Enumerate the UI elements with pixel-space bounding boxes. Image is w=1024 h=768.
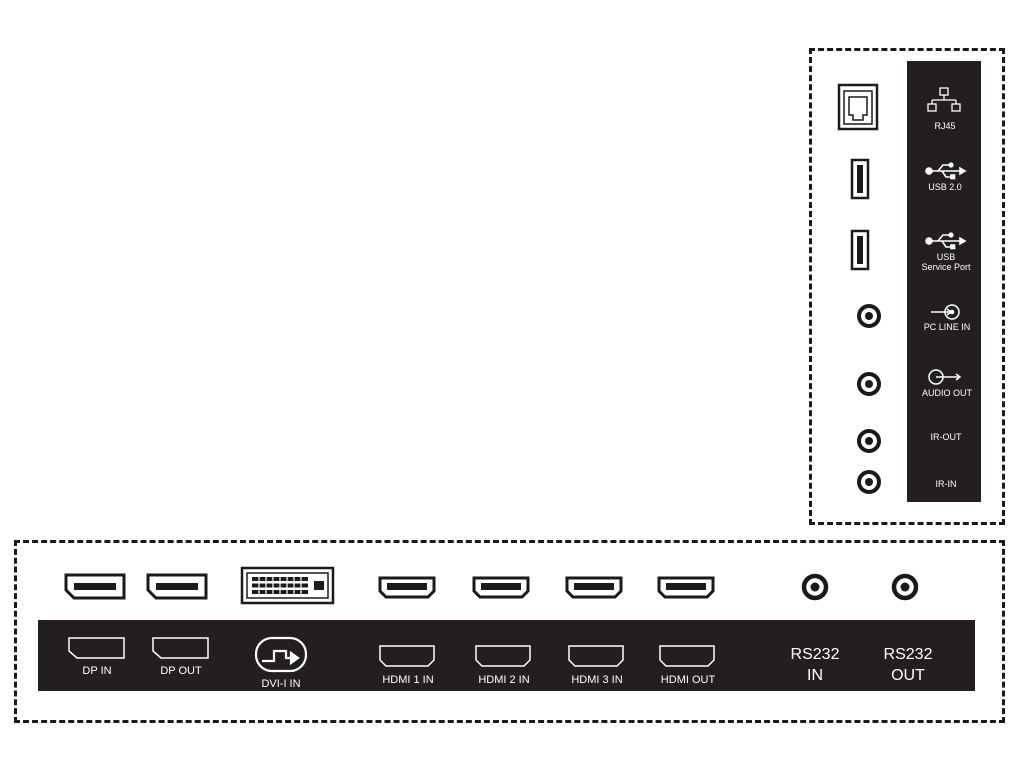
hdmi-icon xyxy=(568,645,624,667)
hdmi2-in-port xyxy=(472,576,530,599)
rs232-out-jack xyxy=(891,573,919,601)
rs232-in-jack xyxy=(801,573,829,601)
usb-icon xyxy=(925,162,967,180)
label-rs232-out: RS232 OUT xyxy=(883,646,933,684)
ir-in-jack xyxy=(857,470,881,494)
rj45-port xyxy=(837,83,879,131)
usb-service-port xyxy=(850,229,870,271)
label-dp-out: DP OUT xyxy=(160,665,202,677)
displayport-icon xyxy=(152,637,209,659)
label-ir-out: IR-OUT xyxy=(930,432,962,442)
label-usb2: USB 2.0 xyxy=(928,182,962,192)
dp-out-port xyxy=(146,573,208,600)
audio-in-icon xyxy=(931,304,960,320)
label-hdmi-out: HDMI OUT xyxy=(660,674,716,686)
bottom-label-icons xyxy=(68,636,715,673)
label-audio-out: AUDIO OUT xyxy=(921,388,973,398)
bottom-connector-group xyxy=(14,540,1005,723)
label-hdmi3-in: HDMI 3 IN xyxy=(571,674,623,686)
hdmi-icon xyxy=(475,645,531,667)
hdmi3-in-port xyxy=(565,576,623,599)
bottom-label-strip xyxy=(38,620,975,691)
label-usb-service: USB Service Port xyxy=(921,252,971,273)
label-rs232-in: RS232 IN xyxy=(790,646,840,684)
pc-line-in-jack xyxy=(857,304,881,328)
network-icon xyxy=(927,87,961,112)
side-label-icons xyxy=(925,87,967,385)
label-pc-line-in: PC LINE IN xyxy=(923,322,971,332)
label-ir-in: IR-IN xyxy=(935,479,957,489)
dvi-input-icon xyxy=(254,636,308,673)
side-port-column xyxy=(837,83,881,494)
usb2-port xyxy=(850,158,870,200)
ir-out-jack xyxy=(857,429,881,453)
displayport-icon xyxy=(68,637,125,659)
dvi-i-port xyxy=(240,566,335,605)
hdmi-icon xyxy=(659,645,715,667)
hdmi1-in-port xyxy=(378,576,436,599)
label-rj45: RJ45 xyxy=(934,121,956,131)
hdmi-out-port xyxy=(657,576,715,599)
label-dvi-i-in: DVI-I IN xyxy=(261,678,301,690)
bottom-port-row xyxy=(64,566,919,605)
usb-icon xyxy=(925,232,967,250)
side-connector-group xyxy=(809,48,1005,525)
label-dp-in: DP IN xyxy=(82,665,112,677)
label-hdmi1-in: HDMI 1 IN xyxy=(382,674,434,686)
label-hdmi2-in: HDMI 2 IN xyxy=(478,674,530,686)
dp-in-port xyxy=(64,573,126,600)
audio-out-icon xyxy=(928,369,962,385)
side-label-strip xyxy=(907,61,981,502)
hdmi-icon xyxy=(379,645,435,667)
audio-out-jack xyxy=(857,372,881,396)
